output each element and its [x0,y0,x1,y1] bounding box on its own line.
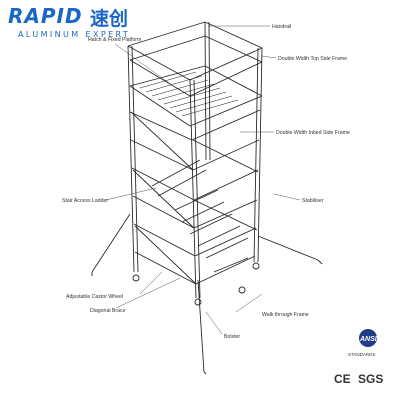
logo-wordmark: RAPID [8,4,83,28]
ansi-text: ANSI [359,336,378,343]
ce-mark: CE [334,372,351,386]
platform-deck [139,71,239,117]
brand-logo: RAPID 速创 ALUMINUM EXPERT [6,4,156,48]
logo-chinese: 速创 [90,8,129,30]
label-walk-through-frame: Walk through Frame [262,312,309,318]
label-double-width-top-side-frame: Double Width Top Side Frame [278,56,347,62]
label-adjustable-castor-wheel: Adjustable Castor Wheel [66,294,123,300]
ansi-seal-icon [359,329,377,347]
label-hatch-fixed-platform: Hatch & Fixed Platform [88,37,141,43]
logo-tagline: ALUMINUM EXPERT [18,30,131,39]
label-bolster: Bolster [224,334,240,340]
label-handrail: Handrail [272,24,291,30]
label-double-width-inbed-side-frame: Double Width Inbed Side Frame [276,130,350,136]
label-diagonal-brace: Diagonal Brace [90,308,126,314]
certification-marks: ANSI STANDARDS CE SGS [334,329,383,386]
standards-text: STANDARDS [348,352,375,357]
label-stair-access-ladder: Stair Access Ladder [62,198,108,204]
tower-frame [91,21,323,375]
label-stabiliser: Stabiliser [302,198,324,204]
leader-lines [105,25,301,335]
sgs-mark: SGS [358,372,383,386]
